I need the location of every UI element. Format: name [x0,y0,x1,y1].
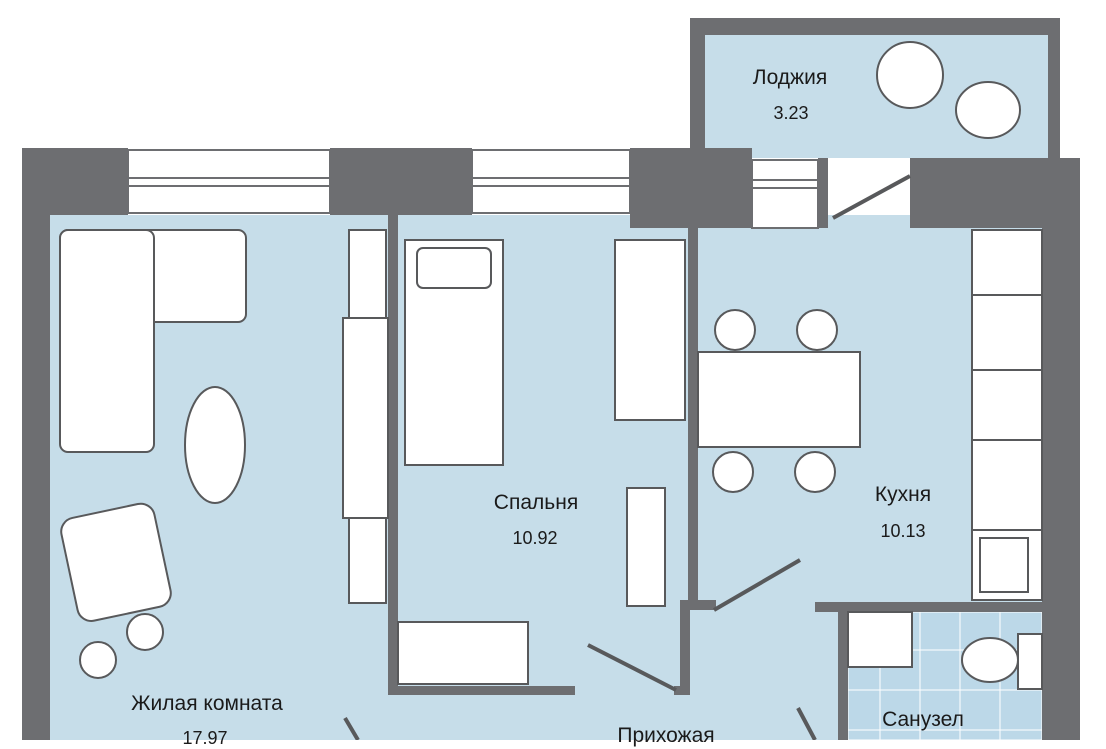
room-name-loggia: Лоджия [752,66,828,89]
armchair [60,502,172,622]
wardrobe [397,621,529,685]
shelf [626,487,666,607]
walls [22,18,1080,740]
room-area-loggia: 3.23 [773,103,809,123]
tv-unit [342,317,389,519]
desk [614,239,686,421]
room-name-hallway: Прихожая [617,724,715,747]
room-name-living: Жилая комната [131,692,283,715]
room-area-living: 17.97 [182,728,228,748]
room-name-kitchen: Кухня [874,483,932,506]
windows [127,149,819,229]
coffee-table [184,386,246,504]
furniture [59,41,1043,690]
loggia-table [876,41,944,109]
sink [979,537,1029,593]
room-name-bathroom: Санузел [882,708,964,731]
room-area-kitchen: 10.13 [880,521,926,541]
room-area-bedroom: 10.92 [512,528,558,548]
room-name-bedroom: Спальня [493,491,579,514]
loggia-chair [955,81,1021,139]
dining-table [697,351,861,448]
washing-machine [847,611,913,668]
toilet [961,637,1019,683]
doors [343,174,911,740]
